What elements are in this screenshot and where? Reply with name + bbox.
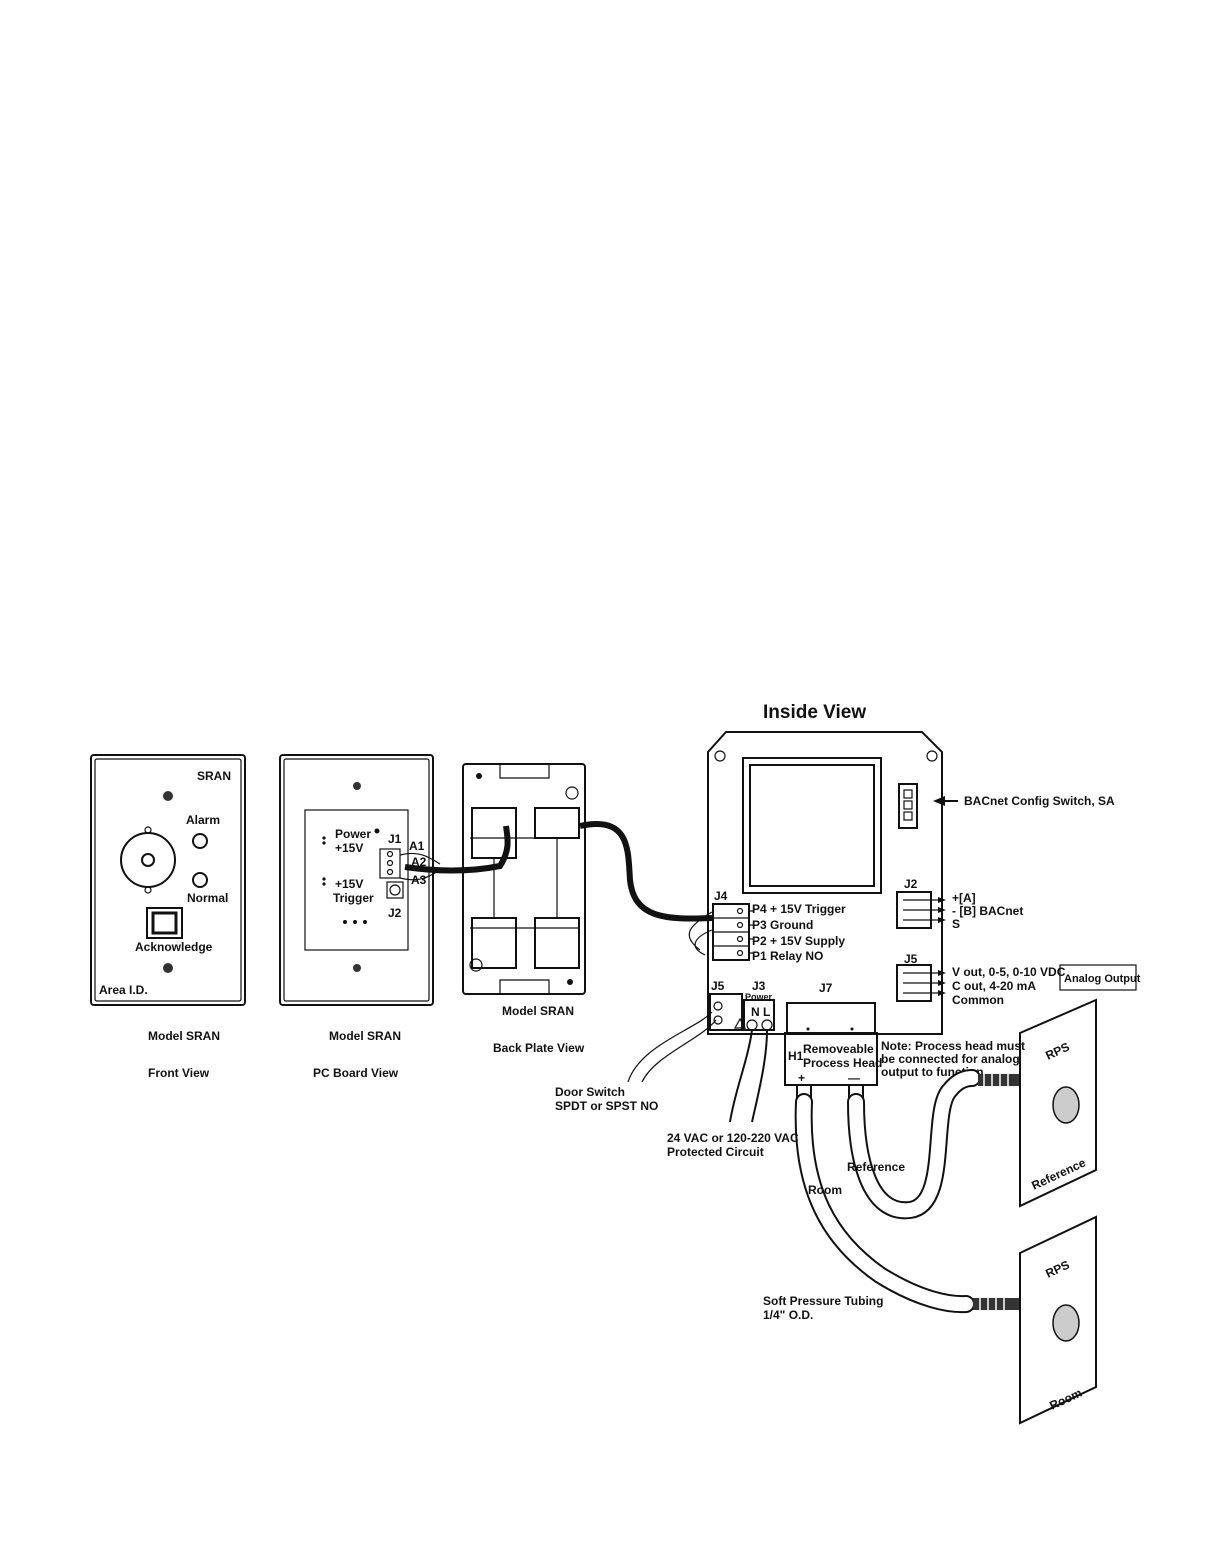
- protected-circuit-label: Protected Circuit: [667, 1145, 764, 1159]
- back-caption-view: Back Plate View: [493, 1041, 585, 1055]
- p1-label: P1 Relay NO: [752, 949, 823, 963]
- power-voltage-label: +15V: [335, 841, 363, 855]
- sensor-port-icon: [1052, 1304, 1080, 1342]
- trigger-led-icon: [322, 877, 326, 886]
- rps-bottom-brand: RPS: [1043, 1258, 1071, 1281]
- j2-pot-icon: [386, 881, 404, 899]
- removeable-label: Removeable: [803, 1042, 874, 1056]
- cable-back-to-j4: [579, 821, 713, 922]
- analog-output-label: Analog Output: [1064, 973, 1141, 985]
- j4-label: J4: [714, 889, 728, 903]
- rps-top-brand: RPS: [1043, 1040, 1071, 1063]
- rps-room-plate: RPS Room: [1019, 1215, 1097, 1425]
- p4-label: P4 + 15V Trigger: [752, 902, 846, 916]
- a3-label: A3: [411, 873, 427, 887]
- door-switch-wire: [627, 1011, 717, 1083]
- rps-bottom-label: Room: [1047, 1386, 1084, 1413]
- reference-tube-label: Reference: [847, 1160, 905, 1174]
- p3-label: P3 Ground: [752, 918, 813, 932]
- acknowledge-button[interactable]: [146, 907, 183, 939]
- j3-power-label: Power: [745, 992, 773, 1002]
- pc-screw-bottom: [353, 964, 361, 972]
- sensor-port-icon: [1052, 1086, 1080, 1124]
- j2-label: J2: [388, 906, 402, 920]
- reference-barb-icon: [978, 1072, 1020, 1088]
- note-line-1: Note: Process head must: [881, 1039, 1025, 1053]
- h1-label: H1: [788, 1049, 804, 1063]
- bacnet-s-label: S: [952, 917, 960, 931]
- j5-right-label: J5: [904, 952, 918, 966]
- trigger-label: Trigger: [333, 891, 374, 905]
- bacnet-a-label: +[A]: [952, 891, 976, 905]
- alarm-horn-icon: [120, 826, 176, 894]
- room-barb-icon: [973, 1296, 1020, 1312]
- supply-voltage-label: 24 VAC or 120-220 VAC: [667, 1131, 799, 1145]
- j3-label: J3: [752, 979, 766, 993]
- j4-terminal: [712, 903, 754, 961]
- back-caption-model: Model SRAN: [502, 1004, 574, 1018]
- j1-terminal: [379, 848, 401, 879]
- j7-label: J7: [819, 981, 833, 995]
- front-caption-model: Model SRAN: [148, 1029, 220, 1043]
- p2-label: P2 + 15V Supply: [752, 934, 845, 948]
- front-screw-top: [163, 791, 173, 801]
- bacnet-b-label: - [B] BACnet: [952, 904, 1023, 918]
- arrow-icon: [933, 796, 958, 806]
- tubing-label: Soft Pressure Tubing: [763, 1294, 883, 1308]
- pc-board-plate: Power +15V +15V Trigger J1 J2 A1 A2 A3: [279, 754, 434, 1006]
- cable-pc-to-back: [404, 825, 511, 874]
- pc-caption-model: Model SRAN: [329, 1029, 401, 1043]
- j2-inside-label: J2: [904, 877, 918, 891]
- power-wire: [729, 1029, 768, 1123]
- bacnet-switch-label: BACnet Config Switch, SA: [964, 794, 1115, 808]
- power-led-icon: [322, 828, 380, 845]
- process-head-label: Process Head: [803, 1056, 882, 1070]
- area-id-label: Area I.D.: [99, 983, 148, 997]
- j5-left-label: J5: [711, 979, 725, 993]
- front-brand: SRAN: [197, 769, 231, 783]
- neutral-label: N: [751, 1005, 760, 1019]
- front-view-plate: SRAN Alarm Normal Acknowledge Area I.D.: [90, 754, 246, 1006]
- trigger-voltage-label: +15V: [335, 877, 363, 891]
- power-label: Power: [335, 827, 371, 841]
- j2-terminal: [896, 891, 946, 929]
- front-caption-view: Front View: [148, 1066, 210, 1080]
- door-switch-label: Door Switch: [555, 1085, 625, 1099]
- note-line-2: be connected for analog: [881, 1052, 1020, 1066]
- j1-label: J1: [388, 832, 402, 846]
- alarm-label: Alarm: [186, 813, 220, 827]
- a1-label: A1: [409, 839, 425, 853]
- pc-caption-view: PC Board View: [313, 1066, 399, 1080]
- alarm-led-icon: [192, 833, 208, 849]
- pc-dots: [343, 920, 367, 924]
- inside-view-enclosure: [707, 731, 1137, 1035]
- normal-label: Normal: [187, 891, 228, 905]
- j7-connector: [786, 1002, 876, 1034]
- door-switch-type-label: SPDT or SPST NO: [555, 1099, 658, 1113]
- plus-label: +: [798, 1071, 805, 1085]
- analog-output-box: [1059, 964, 1137, 991]
- bacnet-config-switch[interactable]: [898, 783, 918, 829]
- cout-label: C out, 4-20 mA: [952, 979, 1036, 993]
- pc-screw-top: [353, 782, 361, 790]
- j5-door-terminal: [709, 993, 743, 1031]
- vout-label: V out, 0-5, 0-10 VDC: [952, 965, 1066, 979]
- front-screw-bottom: [163, 963, 173, 973]
- minus-label: —: [848, 1071, 860, 1085]
- normal-led-icon: [192, 872, 208, 888]
- acknowledge-label: Acknowledge: [135, 940, 213, 954]
- back-plate: [462, 763, 586, 995]
- common-label: Common: [952, 993, 1004, 1007]
- j5-analog-terminal: [896, 964, 946, 1002]
- inside-view-title: Inside View: [763, 702, 866, 723]
- tubing-size-label: 1/4" O.D.: [763, 1308, 813, 1322]
- rps-reference-plate: RPS Reference: [1019, 998, 1097, 1208]
- room-tube-label: Room: [808, 1183, 842, 1197]
- line-label: L: [763, 1005, 770, 1019]
